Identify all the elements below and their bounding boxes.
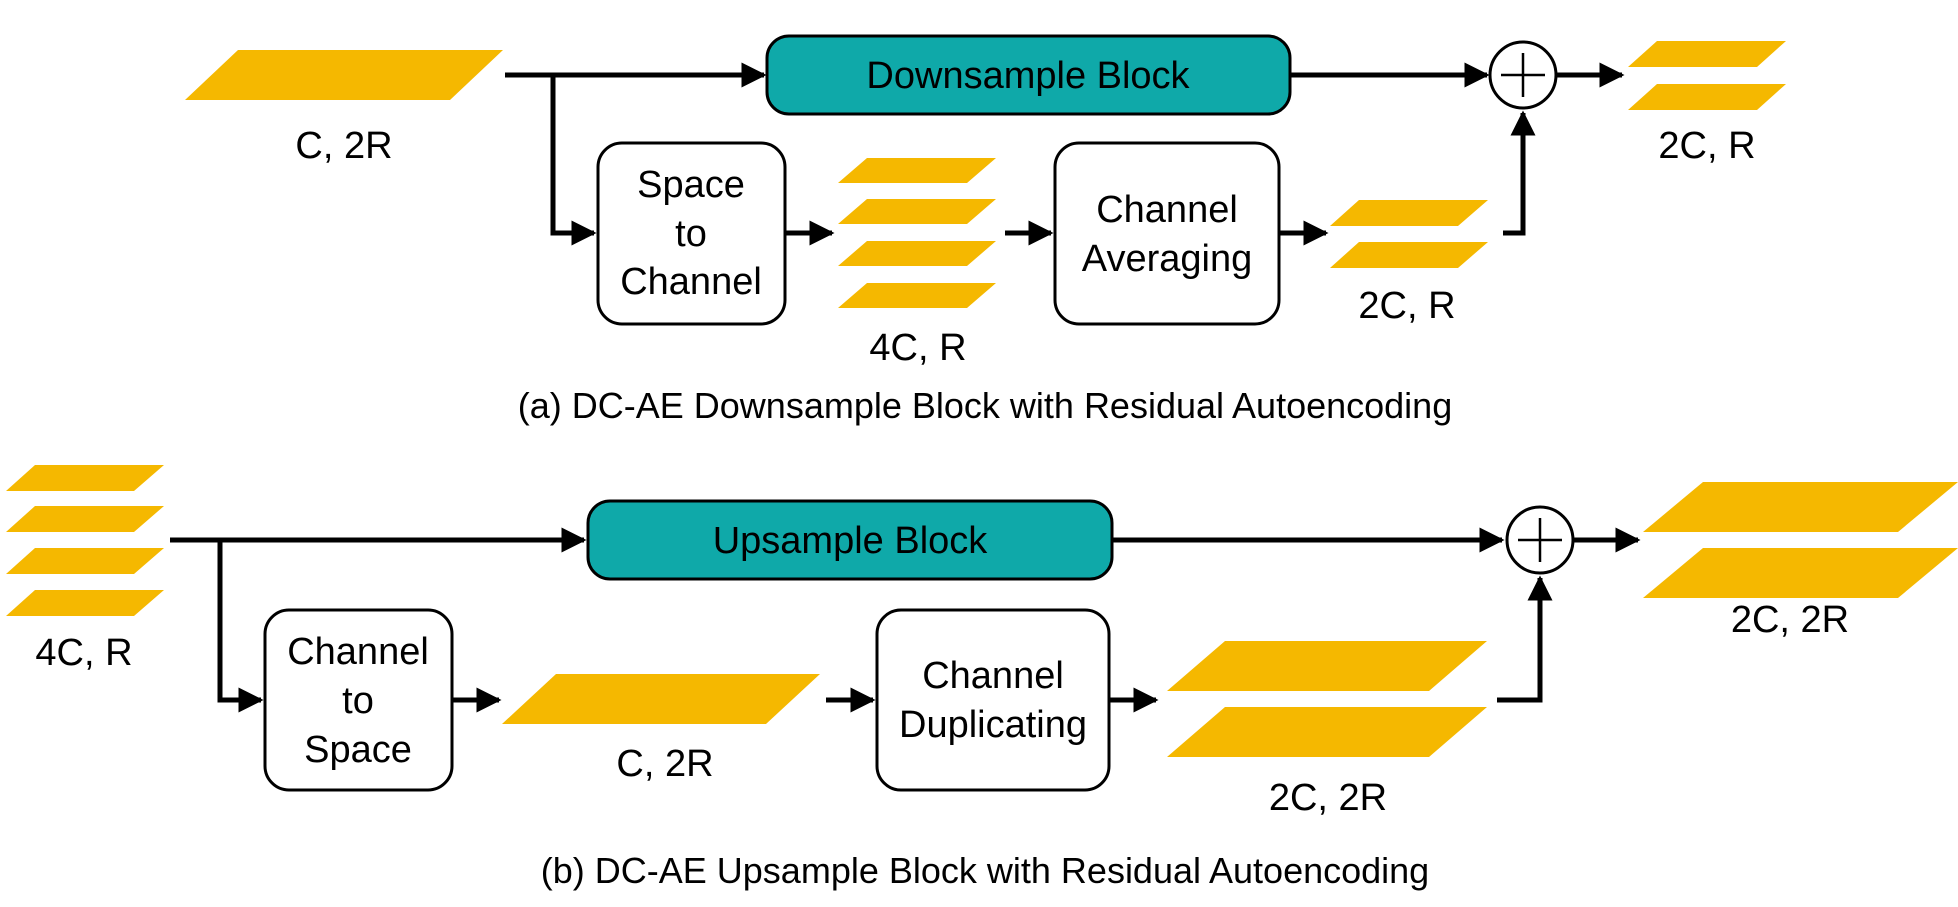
mid2-tensor (1330, 200, 1488, 268)
branch-wire-b (217, 540, 264, 713)
input-label-b: 4C, R (35, 632, 132, 674)
mid2-label: 2C, R (1358, 285, 1455, 327)
op2b-line1: Channel (922, 655, 1064, 697)
branch-wire (550, 75, 597, 246)
upsample-block-label: Upsample Block (713, 520, 989, 562)
caption-a: (a) DC-AE Downsample Block with Residual… (518, 385, 1452, 426)
op2-line1: Channel (1096, 189, 1238, 231)
op2b-line2: Duplicating (899, 704, 1087, 746)
output-tensor-b (1643, 482, 1958, 598)
panel-b: 4C, R Upsample Block 2C, 2R Channel to S… (6, 465, 1958, 891)
op1-line1: Space (637, 164, 745, 206)
downsample-block-label: Downsample Block (866, 55, 1190, 97)
channel-averaging-box (1053, 141, 1281, 326)
residual-up-wire (1503, 110, 1536, 236)
mid1-label: 4C, R (869, 327, 966, 369)
op1b-line1: Channel (287, 631, 429, 673)
plus-circle-icon (1505, 505, 1575, 575)
mid2-label-b: 2C, 2R (1269, 777, 1387, 819)
output-label: 2C, R (1658, 125, 1755, 167)
op1-line3: Channel (620, 261, 762, 303)
mid1-tensor-b (502, 674, 820, 724)
op1b-line2: to (342, 680, 374, 722)
mid1-tensor (838, 158, 996, 308)
input-tensor (185, 50, 503, 100)
mid1-label-b: C, 2R (616, 743, 713, 785)
output-tensor (1628, 41, 1786, 110)
input-tensor-b (6, 465, 164, 616)
op2-line2: Averaging (1082, 238, 1252, 280)
op1b-line3: Space (304, 729, 412, 771)
input-label: C, 2R (295, 125, 392, 167)
output-label-b: 2C, 2R (1731, 599, 1849, 641)
panel-a: C, 2R Downsample Block 2C, R Space to Ch… (185, 34, 1786, 426)
op1-line2: to (675, 213, 707, 255)
mid2-tensor-b (1167, 641, 1487, 757)
residual-up-wire-b (1497, 575, 1553, 703)
channel-duplicating-box (875, 608, 1111, 792)
plus-circle-icon (1488, 40, 1558, 110)
caption-b: (b) DC-AE Upsample Block with Residual A… (541, 850, 1429, 891)
